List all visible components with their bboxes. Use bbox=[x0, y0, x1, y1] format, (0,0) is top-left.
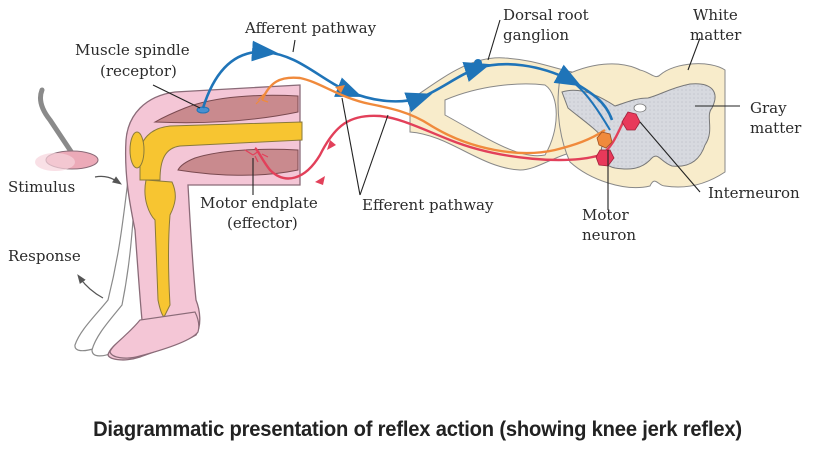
red-arrowhead bbox=[327, 140, 336, 150]
afferent-branch bbox=[569, 79, 611, 131]
motor-neuron-orange bbox=[596, 131, 613, 149]
reflex-arc-diagram: Afferent pathway Muscle spindle (recepto… bbox=[8, 6, 802, 361]
label-white-matter-2: matter bbox=[690, 26, 742, 44]
foot bbox=[109, 311, 200, 359]
tibia-bone bbox=[144, 179, 176, 318]
label-white-matter-1: White bbox=[693, 6, 738, 24]
orange-arrowhead bbox=[335, 85, 345, 93]
label-motor-endplate-1: Motor endplate bbox=[200, 194, 318, 212]
efferent-pathway-orange bbox=[260, 76, 606, 155]
label-motor-endplate-2: (effector) bbox=[227, 214, 298, 232]
label-motor-neuron-1: Motor bbox=[582, 206, 629, 224]
label-muscle-spindle-2: (receptor) bbox=[100, 62, 177, 80]
label-dorsal-root-2: ganglion bbox=[503, 26, 569, 44]
label-dorsal-root-1: Dorsal root bbox=[503, 6, 589, 24]
patella-bone bbox=[129, 131, 145, 169]
reflex-hammer bbox=[35, 87, 99, 171]
hammer-handle bbox=[37, 87, 83, 168]
label-gray-matter-1: Gray bbox=[750, 99, 787, 117]
label-muscle-spindle-1: Muscle spindle bbox=[75, 41, 190, 59]
label-response: Response bbox=[8, 247, 81, 265]
central-canal bbox=[633, 103, 647, 113]
response-arrow bbox=[77, 274, 104, 299]
label-interneuron: Interneuron bbox=[708, 184, 800, 202]
motor-endplate-effector bbox=[244, 149, 269, 163]
interneuron-cell bbox=[621, 111, 641, 131]
leader-lines bbox=[152, 19, 740, 210]
label-motor-neuron-2: neuron bbox=[582, 226, 636, 244]
red-arrowhead-2 bbox=[315, 176, 325, 185]
afferent-pathway-line bbox=[201, 40, 614, 121]
hammer-motion-blur bbox=[35, 153, 75, 171]
label-stimulus: Stimulus bbox=[8, 178, 75, 196]
label-gray-matter-2: matter bbox=[750, 119, 802, 137]
label-afferent-pathway: Afferent pathway bbox=[244, 19, 377, 37]
stimulus-arrow bbox=[94, 175, 122, 185]
figure-caption: Diagrammatic presentation of reflex acti… bbox=[93, 418, 742, 441]
label-efferent-pathway: Efferent pathway bbox=[362, 196, 494, 214]
